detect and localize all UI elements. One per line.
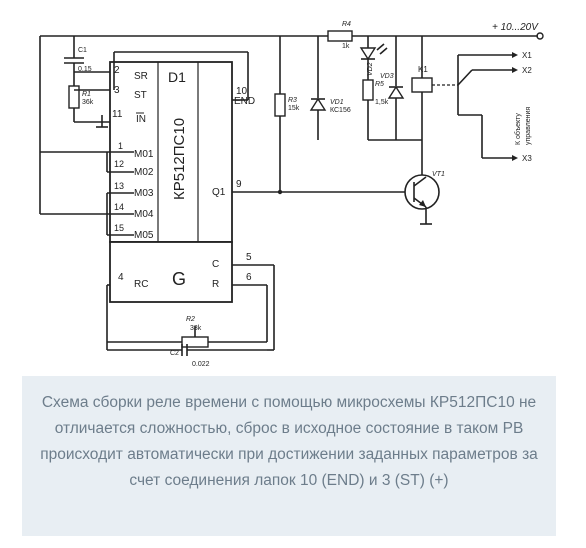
vt1-arrow: [419, 200, 426, 207]
timer-relay-schematic: + 10...20V C1 0.15 R1 36k: [22, 0, 556, 376]
pin-label-rc: RC: [134, 279, 148, 290]
chip-part: КР512ПС10: [171, 118, 188, 200]
output-x2: X2: [522, 66, 532, 75]
figure: + 10...20V C1 0.15 R1 36k: [22, 0, 556, 536]
relay-armature: [457, 69, 473, 86]
pin-label-m05: M05: [134, 230, 154, 241]
c2-value: 0.022: [192, 361, 210, 368]
pin-label-sr: SR: [134, 71, 148, 82]
chip-oscillator-block: [109, 241, 233, 303]
pin-num-1: 1: [118, 141, 123, 151]
figure-caption: Схема сборки реле времени с помощью микр…: [22, 376, 556, 536]
vd3-ref: VD3: [380, 73, 394, 80]
load-label-line2: управления: [525, 107, 532, 145]
pin-label-m04: M04: [134, 209, 154, 220]
vt1-collector: [413, 176, 427, 187]
k1-ref: K1: [418, 65, 428, 74]
junction-q1: [277, 189, 283, 195]
pin-num-3: 3: [114, 85, 120, 96]
pin-num-10: 10: [236, 86, 248, 97]
pin-num-13: 13: [114, 181, 124, 191]
chip-name: D1: [168, 69, 186, 85]
pin-num-15: 15: [114, 223, 124, 233]
r5-body: [362, 79, 374, 101]
k1-coil: [411, 77, 433, 93]
pin-num-5: 5: [246, 252, 252, 263]
pin-label-m01: M01: [134, 149, 154, 160]
pin-label-end: END: [234, 96, 255, 107]
vd3-body: [387, 85, 405, 99]
c1-ref: C1: [78, 47, 87, 54]
r2-value: 33k: [190, 325, 202, 332]
pin-num-11: 11: [112, 109, 123, 120]
r5-ref: R5: [375, 81, 384, 88]
r2-body: [181, 336, 209, 348]
output-x1: X1: [522, 51, 532, 60]
pin-label-r: R: [212, 279, 219, 290]
pin-num-2: 2: [114, 65, 120, 76]
arrow-x3: [512, 155, 518, 161]
pin-num-4: 4: [118, 272, 124, 283]
arrow-x1: [512, 52, 518, 58]
output-x3: X3: [522, 154, 532, 163]
pin-label-st: ST: [134, 90, 147, 101]
vd2-ray-2: [379, 47, 388, 55]
pin-label-q1: Q1: [212, 187, 226, 198]
r4-ref: R4: [342, 21, 351, 28]
vd2-ref: VD2: [367, 62, 374, 76]
schematic-svg: + 10...20V C1 0.15 R1 36k: [39, 21, 544, 368]
pin-label-in: IN: [136, 114, 146, 125]
r3-ref: R3: [288, 97, 297, 104]
pin-label-m02: M02: [134, 167, 154, 178]
vd1-value: КС156: [330, 107, 351, 114]
pin-label-m03: M03: [134, 188, 154, 199]
r4-value: 1k: [342, 43, 350, 50]
vd2-body: [359, 47, 377, 61]
load-label-line1: К объекту: [514, 113, 522, 145]
vd1-ref: VD1: [330, 99, 344, 106]
c1-value: 0.15: [78, 66, 92, 73]
supply-label: + 10...20V: [492, 22, 539, 33]
pin-num-6: 6: [246, 272, 252, 283]
vt1-ref: VT1: [432, 171, 445, 178]
vd2-ray-1: [376, 43, 385, 51]
r1-ref: R1: [82, 91, 91, 98]
r3-body: [274, 93, 286, 117]
pin-num-14: 14: [114, 202, 124, 212]
r2-ref: R2: [186, 316, 195, 323]
pin-num-9: 9: [236, 179, 242, 190]
r1-value: 36k: [82, 99, 94, 106]
r4-body: [327, 30, 353, 42]
r3-value: 15k: [288, 105, 300, 112]
arrow-x2: [512, 67, 518, 73]
vd1-body: [309, 97, 327, 111]
supply-terminal: [536, 32, 544, 40]
c2-ref: C2: [170, 350, 179, 357]
pin-num-12: 12: [114, 159, 124, 169]
oscillator-label: G: [172, 269, 186, 289]
r5-value: 1,5k: [375, 99, 389, 106]
pin-label-c: C: [212, 259, 219, 270]
